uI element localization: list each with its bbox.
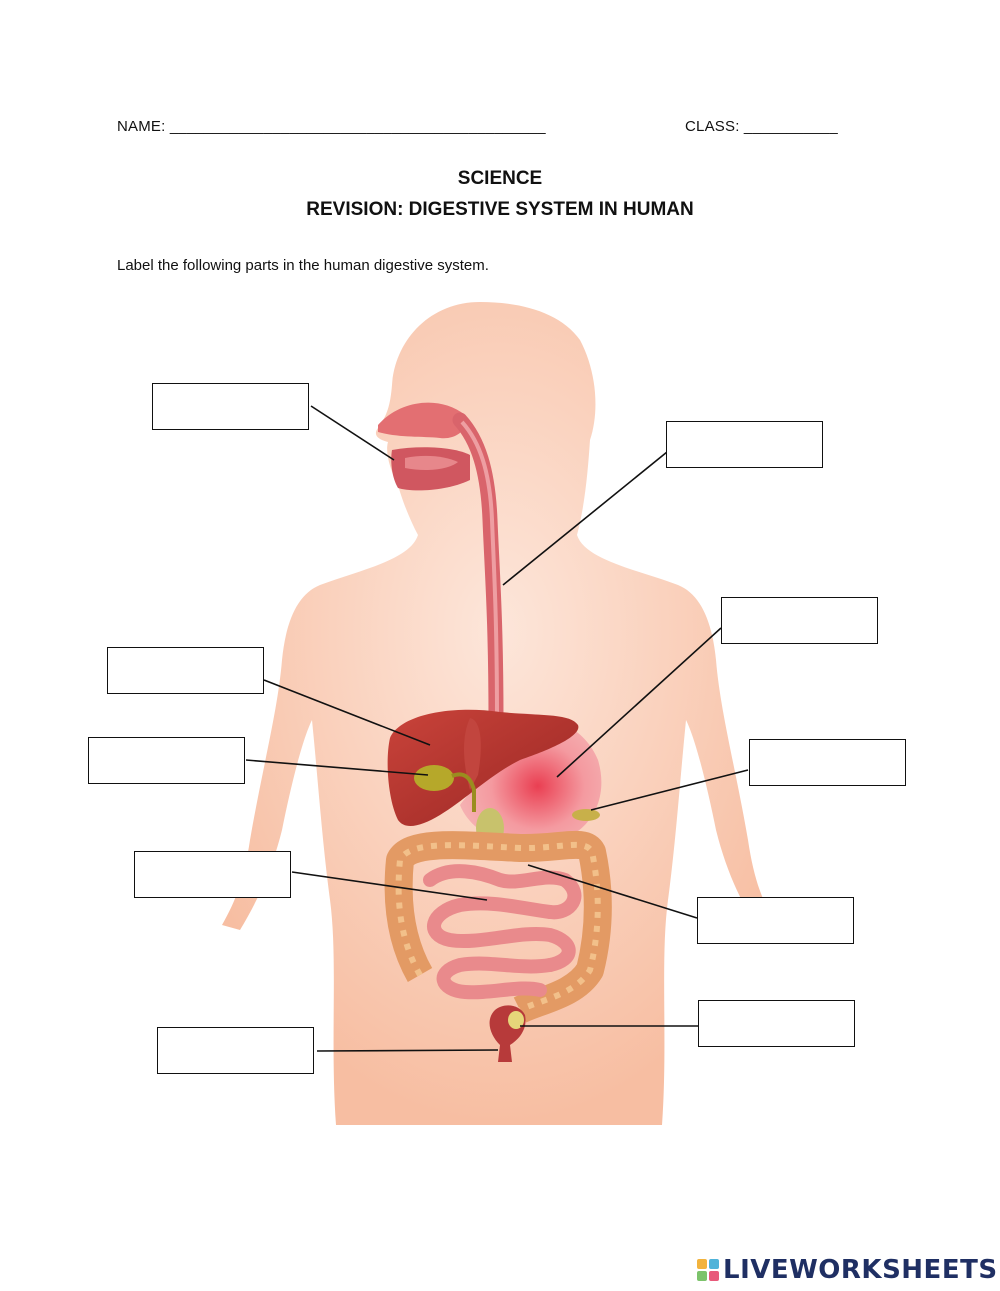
label-box-rectum[interactable] — [698, 1000, 855, 1047]
instruction-text: Label the following parts in the human d… — [117, 257, 489, 274]
label-box-esophagus[interactable] — [666, 421, 823, 468]
label-box-small-intestine[interactable] — [134, 851, 291, 898]
page-title: SCIENCE — [457, 168, 543, 189]
label-box-gallbladder[interactable] — [88, 737, 245, 784]
mouth-region — [378, 402, 470, 491]
label-box-anus[interactable] — [157, 1027, 314, 1074]
liveworksheets-logo-icon — [697, 1259, 719, 1281]
label-box-large-intestine[interactable] — [697, 897, 854, 944]
gallbladder-shape — [414, 765, 454, 791]
leader-lines — [245, 405, 749, 1052]
name-field: NAME: __________________________________… — [117, 118, 546, 135]
label-box-liver[interactable] — [107, 647, 264, 694]
label-box-mouth[interactable] — [152, 383, 309, 430]
label-box-pancreas[interactable] — [749, 739, 906, 786]
liver-shape — [387, 709, 579, 827]
watermark-text: LIVEWORKSHEETS — [723, 1255, 998, 1285]
page-subtitle: REVISION: DIGESTIVE SYSTEM IN HUMAN — [306, 199, 694, 220]
liveworksheets-watermark: LIVEWORKSHEETS — [697, 1253, 998, 1287]
label-box-stomach[interactable] — [721, 597, 878, 644]
small-intestine-shape — [423, 864, 582, 1000]
class-field: CLASS: ___________ — [685, 118, 838, 135]
